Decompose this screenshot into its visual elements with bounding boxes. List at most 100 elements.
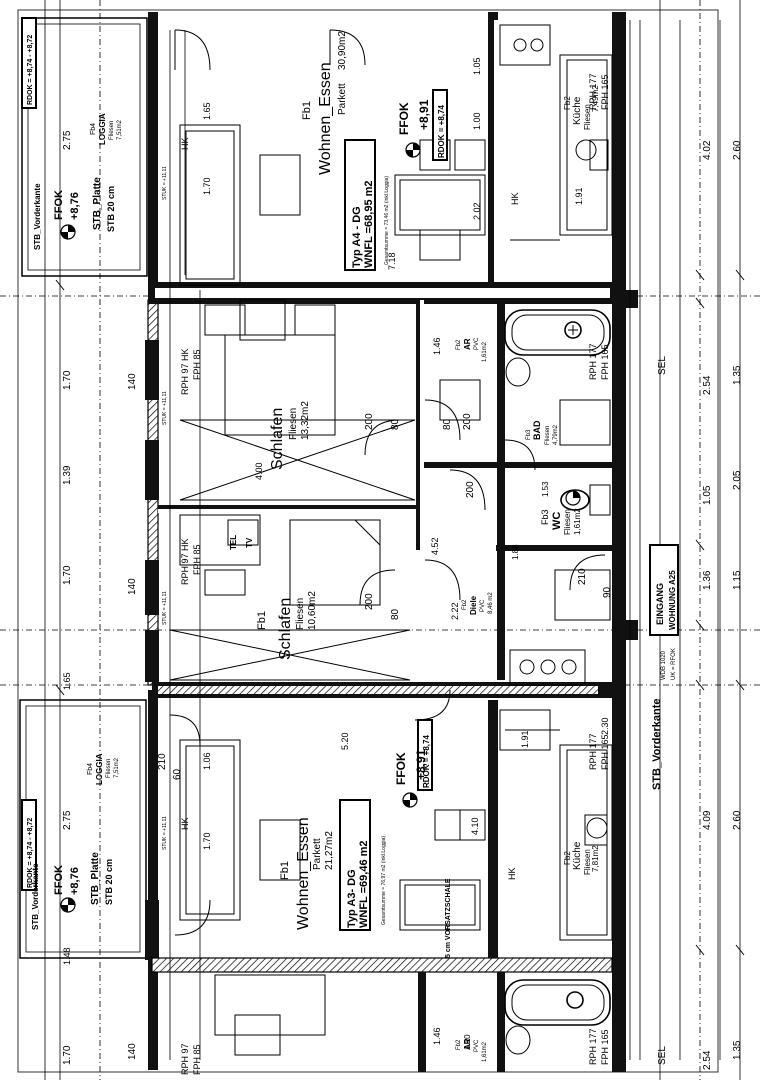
unit-area-note-bottom: Gesamtsumme = 76,97 m2 (inkl.Loggia)	[381, 836, 387, 925]
top-wc-furniture	[449, 469, 611, 516]
dim-l-0: 2.75	[62, 130, 73, 150]
misc-8: 1.46	[432, 337, 442, 355]
dim-140-c: 140	[127, 1043, 138, 1060]
loggia-rdok-bottom: RDOK = +8,74 - +8,72	[27, 818, 34, 888]
dim-l-1: 1.70	[62, 370, 73, 390]
loggia-plate-top: STB_Platte	[92, 177, 103, 230]
room-name-wohnen-bottom: Wohnen_Essen	[295, 817, 312, 930]
room-name-schlafen-bottom: Schlafen	[277, 598, 294, 660]
room-code-diele-bottom: Fb2	[462, 599, 468, 610]
door-dim-7: 80	[390, 608, 401, 620]
fph-kitchen-top: FPH 165	[600, 74, 610, 110]
door-dim-9: 60	[172, 768, 183, 780]
rdok-box-top	[432, 89, 448, 161]
loggia-floor-top: Fliesen	[109, 121, 115, 140]
top-bath-furniture	[424, 309, 611, 471]
unit-area-bottom: WNFL =69,46 m2	[358, 840, 370, 928]
sel-bottom: SEL	[657, 1046, 668, 1065]
misc-0: 1.65	[202, 102, 212, 120]
room-area-schlafen-top: 13,32m2	[300, 401, 311, 440]
misc-5: 1.91	[574, 187, 584, 205]
misc-18: 1.70	[202, 832, 212, 850]
dim-l-3: 1.70	[62, 565, 73, 585]
dim-r-8: 4.09	[702, 810, 713, 830]
room-code-wc-top: Fb3	[540, 509, 550, 525]
loggia-area-bottom: 7,51m2	[114, 757, 120, 778]
dim-ticks	[55, 269, 745, 956]
sel-top: SEL	[657, 356, 668, 375]
room-name-bad-top: BAD	[532, 420, 542, 440]
right-edge-label: STB_Vorderkante	[651, 699, 663, 791]
rph-kitchen-top: RPH 177	[588, 73, 598, 110]
loggia-rdok-top: RDOK = +8,74 - +8,72	[27, 35, 34, 105]
loggia-name-bottom: LOGGIA	[95, 753, 104, 785]
loggia-ffok-top: FFOK	[53, 190, 65, 220]
bottom-living-furniture	[169, 689, 486, 936]
bottom-bath-furniture	[214, 974, 611, 1056]
labels-top-unit: Wohnen_Essen Fb1 Parkett 30,90m2 Typ A4 …	[27, 31, 600, 535]
room-area-schlafen-bottom: 10,60m2	[307, 591, 318, 630]
loggia-ffok-value-bottom: +8,76	[69, 867, 81, 895]
loggia-ffok-bottom: FFOK	[53, 865, 65, 895]
ffok-symbol-top	[405, 142, 421, 158]
dim-l-7: 1.70	[62, 1045, 73, 1065]
dim-140-b: 140	[127, 578, 138, 595]
wc-target-icon	[565, 490, 581, 506]
stuk-bottom: STUK = +11,11	[162, 816, 168, 850]
loggia-edge-bottom: STB_Vorderkante	[31, 863, 40, 930]
misc-24: 1.46	[432, 1027, 442, 1045]
door-dim-6: 210	[577, 568, 588, 585]
dim-l-5: 2.75	[62, 810, 73, 830]
misc-4: 1.05	[472, 57, 482, 75]
labels-misc: EINGANG WOHNUNG A25 STB_Vorderkante WDB …	[162, 73, 677, 1075]
dim-r-4: 2.05	[732, 470, 743, 490]
hk-kitchen-top: HK	[510, 192, 520, 205]
rdok-box-bottom	[417, 719, 433, 791]
rph97-mid: RPH 97 HK	[180, 538, 190, 585]
fph-kitchen-bottom: FPH 165	[600, 734, 610, 770]
door-dim-5: 90	[602, 586, 613, 598]
fph85-mid: FPH 85	[192, 544, 202, 575]
room-floor-kueche-top: Fliesen	[583, 104, 592, 130]
tel-label: TEL	[229, 535, 238, 550]
dim-r-10: 2.54	[702, 1050, 713, 1070]
top-kitchen-furniture	[499, 24, 613, 241]
loggia-area-top: 7,51m2	[117, 119, 123, 140]
door-dim-10: 210	[157, 753, 168, 770]
room-floor-wc-top: Fliesen	[563, 509, 572, 535]
room-name-wc-top: WC	[551, 512, 563, 530]
misc-6: 7.18	[387, 252, 397, 270]
room-name-wohnen-top: Wohnen_Essen	[317, 62, 334, 175]
rph-bath-top: RPH 177	[588, 343, 598, 380]
dim-r-7: 1.36	[702, 570, 713, 590]
dim-140-a: 140	[127, 373, 138, 390]
hk-bottom: HK	[180, 817, 190, 830]
rdok-top: RDOK = +8,74	[437, 105, 446, 158]
door-dim-4: 200	[465, 481, 476, 498]
misc-1: 1.70	[202, 177, 212, 195]
room-name-kueche-bottom: Küche	[572, 841, 583, 870]
area-box-top	[344, 139, 376, 271]
room-code-schlafen-bottom: Fb1	[256, 611, 268, 630]
drawing-border	[17, 9, 719, 1073]
fph85-bottom: FPH 85	[192, 1044, 202, 1075]
dim-l-4: 1.65	[62, 672, 72, 690]
loggia-plate-bottom: STB_Platte	[90, 852, 101, 905]
misc-20: 4.10	[470, 817, 480, 835]
room-area-wohnen-top: 30,90m2	[337, 31, 348, 70]
misc-10: 4.00	[254, 462, 264, 480]
rph-bath-bottom: RPH 177	[588, 1028, 598, 1065]
stuk-top: STUK = +11,11	[162, 166, 168, 200]
room-name-schlafen-top: Schlafen	[269, 408, 286, 470]
rph97-bottom: RPH 97	[180, 1043, 190, 1075]
loggia-top	[21, 17, 148, 277]
hk-kitchen-bottom: HK	[507, 867, 517, 880]
room-floor-bad-top: Fliesen	[545, 426, 551, 445]
fph-bath-top: FPH 165	[600, 344, 610, 380]
misc-15: 1.88	[511, 544, 520, 560]
room-code-wohnen-top: Fb1	[301, 101, 313, 120]
entrance-line1: EINGANG	[655, 583, 665, 625]
unit-area-note-top: Gesamtsumme = 73,46 m2 (inkl.Loggia)	[384, 176, 390, 265]
ffok-value-bottom: +8,91	[414, 749, 428, 780]
